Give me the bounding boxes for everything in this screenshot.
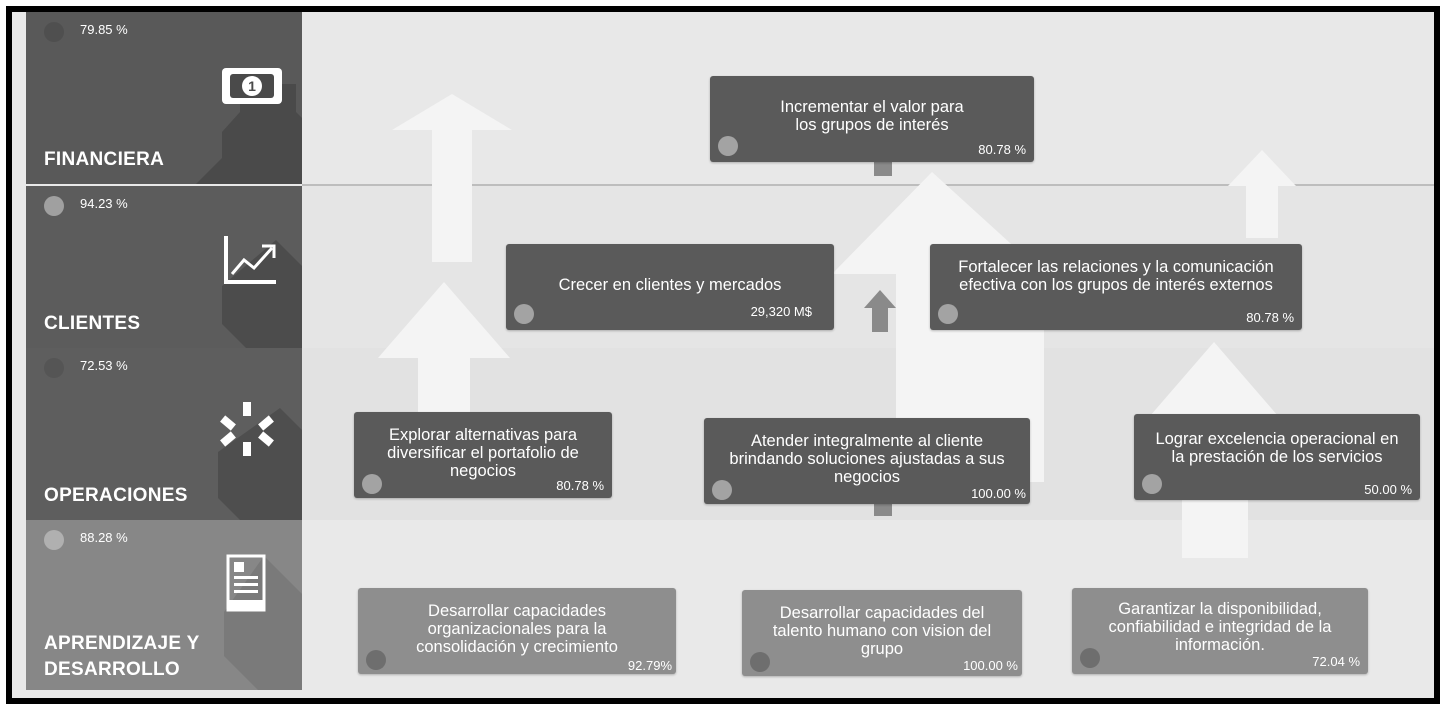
connector-financiera bbox=[874, 162, 892, 176]
perspective-percent: 79.85 % bbox=[80, 22, 128, 37]
connector-arrow-center bbox=[864, 290, 896, 332]
objective-value: 92.79% bbox=[627, 658, 672, 673]
objective-text: Fortalecer las relaciones y la comunicac… bbox=[958, 258, 1274, 294]
status-dot bbox=[44, 358, 64, 378]
status-dot bbox=[44, 530, 64, 550]
status-dot bbox=[938, 304, 958, 324]
status-dot bbox=[750, 652, 770, 672]
perspective-title-line1: APRENDIZAJE Y bbox=[44, 633, 200, 654]
perspective-percent: 88.28 % bbox=[80, 530, 128, 545]
objective-capacidades-organizacionales[interactable]: Desarrollar capacidades organizacionales… bbox=[358, 588, 676, 674]
objective-value: 80.78 % bbox=[556, 478, 604, 493]
objective-value: 100.00 % bbox=[971, 486, 1026, 501]
arrow-up-financiera-left bbox=[392, 94, 512, 262]
objective-text: Garantizar la disponibilidad, confiabili… bbox=[1108, 600, 1332, 654]
status-dot bbox=[1142, 474, 1162, 494]
objective-text: Incrementar el valor para los grupos de … bbox=[780, 98, 964, 134]
objective-text: Desarrollar capacidades organizacionales… bbox=[416, 602, 618, 656]
icon-long-shadow bbox=[218, 408, 302, 520]
perspective-clientes: 94.23 % CLIENTES bbox=[26, 186, 302, 348]
objective-fortalecer-relaciones[interactable]: Fortalecer las relaciones y la comunicac… bbox=[930, 244, 1302, 330]
status-dot bbox=[362, 474, 382, 494]
perspective-operaciones: 72.53 % OPERACIONES bbox=[26, 348, 302, 520]
loading-spinner-icon bbox=[218, 400, 276, 463]
perspective-title: OPERACIONES bbox=[44, 485, 188, 506]
icon-long-shadow bbox=[222, 240, 302, 348]
arrow-up-right-small bbox=[1228, 150, 1296, 238]
perspective-title: CLIENTES bbox=[44, 313, 141, 334]
objective-text: Crecer en clientes y mercados bbox=[558, 276, 782, 294]
perspective-financiera: 79.85 % 1 FINANCIERA bbox=[26, 12, 302, 184]
objective-garantizar-disponibilidad[interactable]: Garantizar la disponibilidad, confiabili… bbox=[1072, 588, 1368, 674]
connector-operaciones bbox=[874, 502, 892, 516]
status-dot bbox=[44, 22, 64, 42]
objective-value: 29,320 M$ bbox=[750, 304, 812, 319]
growth-chart-icon bbox=[222, 234, 278, 291]
objective-text: Explorar alternativas para diversificar … bbox=[387, 426, 579, 480]
objective-lograr-excelencia[interactable]: Lograr excelencia operacional en la pres… bbox=[1134, 414, 1420, 500]
objective-capacidades-talento[interactable]: Desarrollar capacidades del talento huma… bbox=[742, 590, 1022, 676]
objective-atender-cliente[interactable]: Atender integralmente al cliente brindan… bbox=[704, 418, 1030, 504]
objective-text: Desarrollar capacidades del talento huma… bbox=[772, 604, 992, 658]
svg-text:1: 1 bbox=[248, 78, 256, 94]
perspective-title-line2: DESARROLLO bbox=[44, 659, 180, 680]
objective-text: Lograr excelencia operacional en la pres… bbox=[1155, 430, 1399, 466]
objective-crecer-clientes[interactable]: Crecer en clientes y mercados 29,320 M$ bbox=[506, 244, 834, 330]
status-dot bbox=[514, 304, 534, 324]
money-bill-icon: 1 bbox=[220, 66, 284, 111]
objective-incrementar-valor[interactable]: Incrementar el valor para los grupos de … bbox=[710, 76, 1034, 162]
objective-text: Atender integralmente al cliente brindan… bbox=[729, 432, 1005, 486]
icon-long-shadow bbox=[224, 556, 302, 690]
arrow-up-clientes-left bbox=[378, 282, 510, 432]
objective-value: 80.78 % bbox=[978, 142, 1026, 157]
objective-explorar-alternativas[interactable]: Explorar alternativas para diversificar … bbox=[354, 412, 612, 498]
perspective-title: FINANCIERA bbox=[44, 149, 165, 170]
status-dot bbox=[44, 196, 64, 216]
objective-value: 80.78 % bbox=[1246, 310, 1294, 325]
status-dot bbox=[1080, 648, 1100, 668]
status-dot bbox=[718, 136, 738, 156]
perspective-percent: 72.53 % bbox=[80, 358, 128, 373]
objective-value: 72.04 % bbox=[1312, 654, 1360, 669]
status-dot bbox=[366, 650, 386, 670]
status-dot bbox=[712, 480, 732, 500]
document-icon bbox=[226, 554, 266, 617]
objective-value: 50.00 % bbox=[1364, 482, 1412, 497]
strategy-map: 79.85 % 1 FINANCIERA 94.23 % CLIENTES bbox=[6, 6, 1440, 704]
objective-value: 100.00 % bbox=[963, 658, 1018, 673]
perspective-aprendizaje: 88.28 % APRENDIZAJE Y DESARROLLO bbox=[26, 520, 302, 690]
perspective-percent: 94.23 % bbox=[80, 196, 128, 211]
icon-long-shadow bbox=[196, 84, 302, 184]
